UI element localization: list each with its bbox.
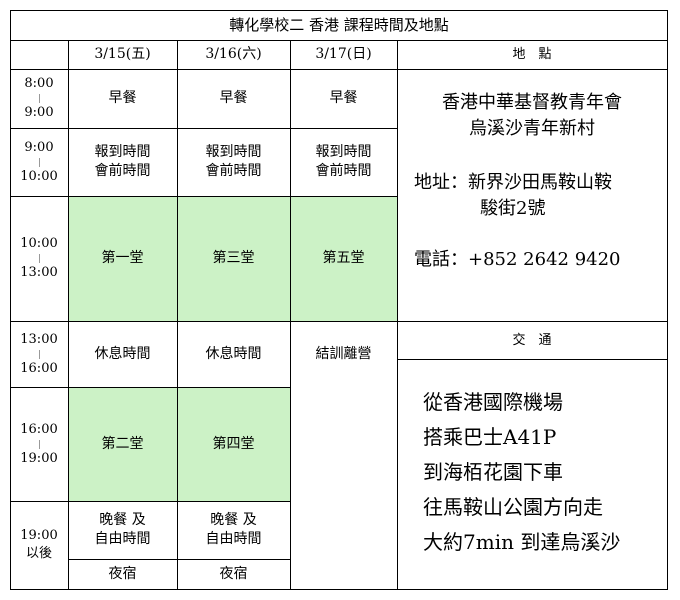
schedule-cell: 夜宿: [108, 565, 137, 582]
session-cell: 第四堂: [212, 435, 255, 452]
schedule-cell: 休息時間: [94, 345, 151, 362]
schedule-cell: 報到時間 會前時間: [290, 128, 397, 196]
direction-line: 從香港國際機場: [423, 390, 563, 414]
grid-line: [69, 559, 291, 560]
day-header: 3/16(六): [205, 46, 262, 62]
time-end: 13:00: [20, 265, 58, 280]
session-cell: 第三堂: [212, 250, 255, 266]
grid-line: [667, 10, 668, 590]
schedule-line: 報到時間: [315, 144, 372, 160]
time-end: 19:00: [20, 450, 58, 466]
time-slot: 13:00 16:00: [10, 321, 68, 387]
time-slot: 10:00 13:00: [10, 196, 68, 321]
schedule-cell: 報到時間 會前時間: [68, 128, 177, 196]
time-end: 9:00: [24, 105, 54, 120]
transport-header: 交 通: [512, 332, 552, 348]
schedule-line: 會前時間: [315, 163, 372, 179]
time-separator: [38, 94, 40, 103]
venue-name: 香港中華基督教青年會: [442, 92, 622, 113]
time-end: 以後: [25, 546, 52, 561]
time-slot: 16:00 19:00: [10, 387, 68, 501]
time-start: 10:00: [20, 236, 58, 251]
grid-line: [10, 589, 668, 590]
time-separator: [38, 349, 40, 359]
session-fill: [178, 197, 290, 321]
schedule-line: 晚餐 及: [210, 512, 257, 528]
time-start: 9:00: [24, 139, 54, 155]
grid-line: [10, 501, 291, 502]
grid-line: [398, 359, 668, 360]
grid-line: [10, 10, 668, 11]
schedule-line: 報到時間: [94, 144, 151, 160]
grid-line: [10, 128, 398, 129]
schedule-cell: 休息時間: [205, 345, 262, 362]
day-header: 3/17(日): [315, 46, 372, 62]
grid-line: [68, 40, 69, 590]
grid-line: [10, 40, 668, 41]
schedule-line: 自由時間: [94, 531, 151, 547]
session-cell: 第二堂: [101, 435, 144, 452]
day-header: 3/15(五): [94, 46, 151, 62]
time-separator: [38, 157, 40, 167]
time-start: 19:00: [20, 528, 58, 543]
grid-line: [10, 196, 398, 197]
time-slot: 19:00 以後: [10, 501, 68, 589]
schedule-line: 會前時間: [205, 163, 262, 179]
transport-directions: 從香港國際機場 搭乘巴士A41P 到海栢花園下車 往馬鞍山公園方向走 大約7mi…: [423, 385, 663, 560]
schedule-cell: 晚餐 及 自由時間: [68, 501, 177, 559]
schedule-cell: 早餐: [329, 90, 358, 106]
grid-line: [10, 387, 291, 388]
address: 駿街2號: [480, 198, 546, 219]
session-cell: 第一堂: [101, 250, 144, 266]
time-end: 16:00: [20, 360, 58, 376]
table-title: 轉化學校二 香港 課程時間及地點: [229, 15, 449, 34]
schedule-line: 會前時間: [94, 163, 151, 179]
time-start: 13:00: [20, 331, 58, 347]
schedule-line: 報到時間: [205, 144, 262, 160]
grid-line: [177, 40, 178, 590]
time-end: 10:00: [20, 168, 58, 184]
session-fill: [69, 197, 177, 321]
grid-line: [10, 10, 11, 590]
location-header: 地 點: [512, 47, 552, 62]
phone-number: 電話：+852 2642 9420: [414, 249, 621, 270]
schedule-cell: 結訓離營: [315, 345, 372, 362]
direction-line: 往馬鞍山公園方向走: [423, 495, 603, 519]
time-separator: [38, 254, 40, 263]
schedule-cell: 夜宿: [219, 565, 248, 582]
schedule-line: 晚餐 及: [99, 512, 146, 528]
address: 地址：新界沙田馬鞍山鞍: [414, 172, 612, 193]
grid-line: [10, 321, 668, 322]
grid-line: [10, 69, 668, 70]
direction-line: 搭乘巴士A41P: [423, 425, 557, 449]
schedule-line: 自由時間: [205, 531, 262, 547]
time-start: 8:00: [24, 76, 54, 91]
session-fill: [291, 197, 397, 321]
direction-line: 到海栢花園下車: [423, 460, 563, 484]
session-fill: [178, 388, 290, 501]
schedule-cell: 晚餐 及 自由時間: [177, 501, 290, 559]
grid-line: [290, 40, 291, 590]
session-cell: 第五堂: [322, 250, 365, 266]
direction-line: 大約7min 到達烏溪沙: [423, 530, 621, 554]
schedule-cell: 早餐: [108, 90, 137, 106]
time-separator: [38, 439, 40, 449]
grid-line: [397, 40, 398, 590]
time-slot: 8:00 9:00: [10, 69, 68, 128]
venue-name: 烏溪沙青年新村: [469, 118, 595, 139]
schedule-cell: 報到時間 會前時間: [177, 128, 290, 196]
session-fill: [69, 388, 177, 501]
time-start: 16:00: [20, 421, 58, 437]
schedule-cell: 早餐: [219, 90, 248, 106]
time-slot: 9:00 10:00: [10, 128, 68, 196]
